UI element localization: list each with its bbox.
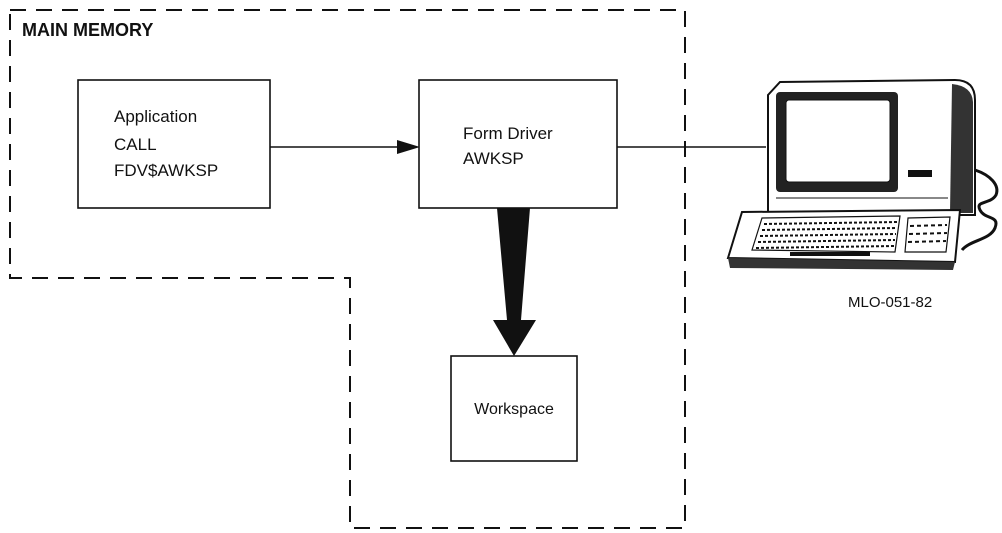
figure-id-label: MLO-051-82 — [848, 294, 932, 311]
call-arrow-head — [397, 140, 420, 154]
keyboard-icon — [726, 208, 962, 270]
application-label-line3: FDV$AWKSP — [114, 161, 218, 180]
main-memory-boundary — [9, 9, 686, 529]
main-memory-label: MAIN MEMORY — [22, 20, 153, 40]
application-label-line1: Application — [114, 107, 197, 126]
workspace-arrow — [493, 208, 536, 356]
video-terminal-icon — [767, 78, 999, 252]
form-driver-label-line2: AWKSP — [463, 149, 524, 168]
application-label-line2: CALL — [114, 135, 157, 154]
workspace-label: Workspace — [474, 401, 554, 418]
form-driver-label-line1: Form Driver — [463, 124, 553, 143]
form-driver-box — [418, 79, 618, 209]
workspace-box — [450, 355, 578, 462]
application-box — [77, 79, 271, 209]
